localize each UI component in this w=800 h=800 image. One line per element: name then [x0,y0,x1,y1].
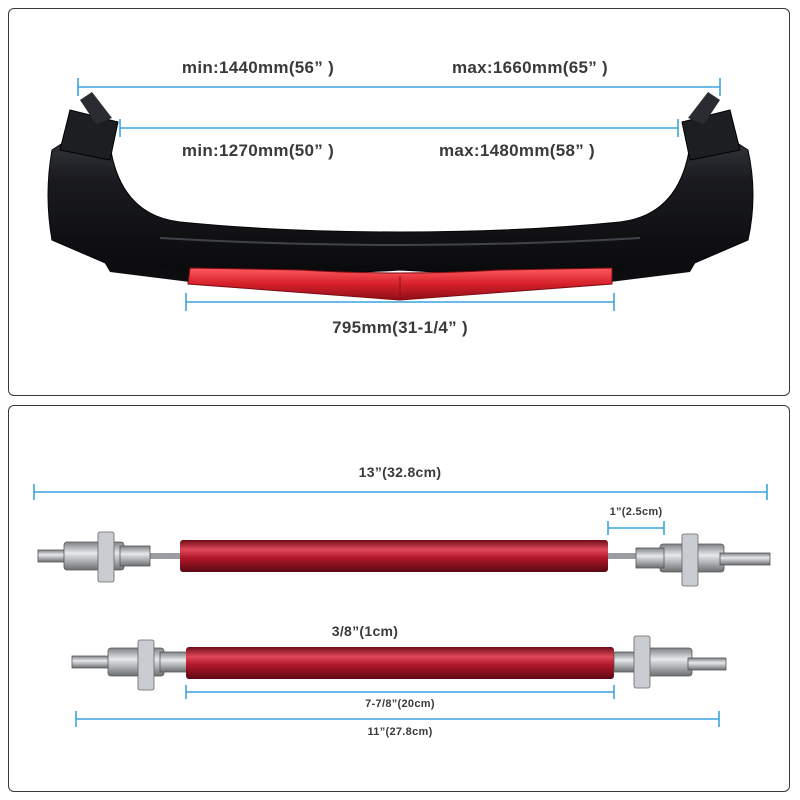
outer-max-label: max:1660mm(65” ) [452,58,608,77]
center-width-label: 795mm(31-1/4” ) [332,318,468,337]
short-thread-label: 3/8”(1cm) [331,623,399,639]
long-total-label: 13”(32.8cm) [358,464,442,480]
support-rod-long [37,531,771,587]
outer-min-label: min:1440mm(56” ) [181,58,335,77]
front-lip-panel [8,8,790,396]
short-total-label: 11”(27.8cm) [367,726,433,738]
dimension-short-tube [185,685,615,699]
dimension-inner [119,119,679,137]
dimension-long-thread [607,521,665,535]
dimension-center [185,293,615,311]
support-rods-panel [8,405,790,792]
front-lip-splitter [47,92,754,301]
dimension-short-total [75,711,720,727]
short-tube-label: 7-7/8”(20cm) [365,698,435,710]
dimension-long-total [33,484,768,500]
dimension-outer [77,78,721,96]
long-thread-label: 1”(2.5cm) [609,506,663,518]
support-rod-short [71,635,727,691]
inner-max-label: max:1480mm(58” ) [439,141,595,160]
inner-min-label: min:1270mm(50” ) [181,141,335,160]
